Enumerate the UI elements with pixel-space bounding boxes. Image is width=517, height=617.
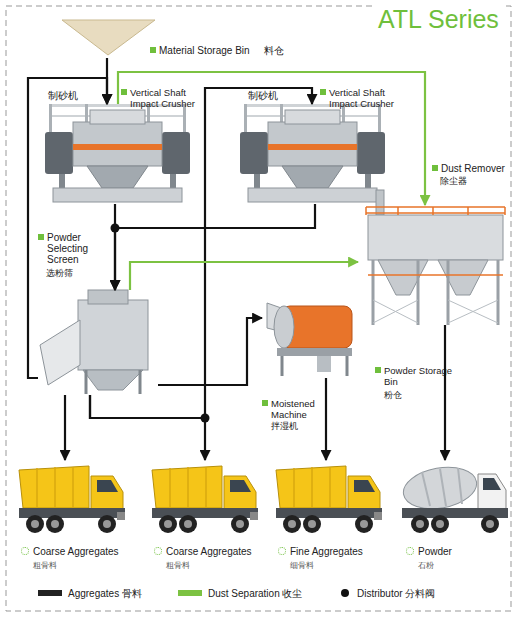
- node-label: Dust Remover: [432, 163, 517, 174]
- aggregate-flow-arrow: [90, 395, 205, 460]
- aggregate-flow-arrow: [325, 378, 327, 460]
- node-sublabel: 石粉: [418, 560, 488, 571]
- diagram-title: ATL Series: [372, 4, 505, 34]
- node-sublabel: 粗骨料: [33, 560, 103, 571]
- truck-drawing: [152, 466, 258, 533]
- legend-swatch: [38, 590, 62, 596]
- annotation-label: 粉仓: [384, 390, 424, 401]
- legend-label: Dust Separation 收尘: [208, 588, 303, 599]
- screen-drawing: [40, 290, 148, 394]
- node-label: Coarse Aggregates: [154, 546, 274, 557]
- node-sublabel: 料仓: [264, 45, 284, 56]
- node-label: Fine Aggregates: [278, 546, 398, 557]
- legend-dot: [341, 589, 349, 597]
- node-label: Powder Selecting Screen: [38, 232, 117, 265]
- truck-drawing: [276, 466, 382, 533]
- mixer-truck: Powder石粉: [400, 460, 510, 575]
- node-label: Material Storage Bin: [150, 45, 250, 56]
- distributor-dot: [201, 414, 210, 423]
- aggregate-flow-arrow: [444, 325, 446, 460]
- mixer-truck-drawing: [400, 462, 508, 533]
- node-label: Coarse Aggregates: [21, 546, 141, 557]
- annotation-label: Powder Storage Bin: [375, 365, 459, 387]
- distributor-dot: [111, 224, 120, 233]
- crusher: 制砂机Vertical Shaft Impact Crusher: [240, 104, 385, 204]
- crusher: 制砂机Vertical Shaft Impact Crusher: [45, 104, 190, 204]
- moistener: Moistened Machine拌湿机: [262, 298, 357, 378]
- aggregate-flow-arrow: [64, 395, 66, 460]
- dust-remover-drawing: [366, 190, 505, 325]
- node-sublabel: 除尘器: [440, 176, 500, 187]
- node-sublabel: 选粉筛: [46, 268, 96, 279]
- dashed-border: [6, 6, 511, 611]
- legend-swatch: [178, 590, 202, 596]
- aggregate-flow-arrow: [158, 318, 262, 385]
- node-sublabel: 粗骨料: [166, 560, 236, 571]
- node-label: 制砂机: [48, 90, 88, 101]
- node-label: Powder: [406, 546, 517, 557]
- dust-flow-arrow: [130, 262, 358, 290]
- node-sublabel: 细骨料: [290, 560, 360, 571]
- node-sublabel: Vertical Shaft Impact Crusher: [121, 87, 214, 109]
- storage-bin: Material Storage Bin 料仓: [62, 20, 302, 58]
- legend-label: Aggregates 骨料: [68, 588, 142, 599]
- truck: Fine Aggregates细骨料: [272, 460, 382, 575]
- hopper-drawing: [62, 20, 155, 55]
- node-sublabel: Vertical Shaft Impact Crusher: [320, 87, 413, 109]
- truck-drawing: [19, 466, 125, 533]
- truck: Coarse Aggregates粗骨料: [148, 460, 258, 575]
- crusher-drawing: [240, 104, 385, 202]
- aggregate-flow-arrow: [106, 58, 108, 104]
- aggregate-flow-arrow: [115, 204, 315, 290]
- truck: Coarse Aggregates粗骨料: [15, 460, 125, 575]
- node-label: 制砂机: [248, 90, 288, 101]
- aggregate-flow-arrow: [114, 204, 116, 290]
- node-sublabel: 拌湿机: [271, 421, 321, 432]
- powder-screen: Powder Selecting Screen选粉筛: [38, 290, 158, 395]
- legend-label: Distributor 分料阀: [357, 588, 435, 599]
- crusher-drawing: [45, 104, 190, 202]
- dust-remover: Dust Remover除尘器: [358, 205, 508, 325]
- aggregate-flow-arrow: [90, 88, 312, 418]
- node-label: Moistened Machine: [262, 398, 333, 420]
- moistener-drawing: [267, 303, 352, 376]
- dust-flow-arrow: [118, 72, 425, 205]
- aggregate-flow-arrow: [28, 78, 107, 378]
